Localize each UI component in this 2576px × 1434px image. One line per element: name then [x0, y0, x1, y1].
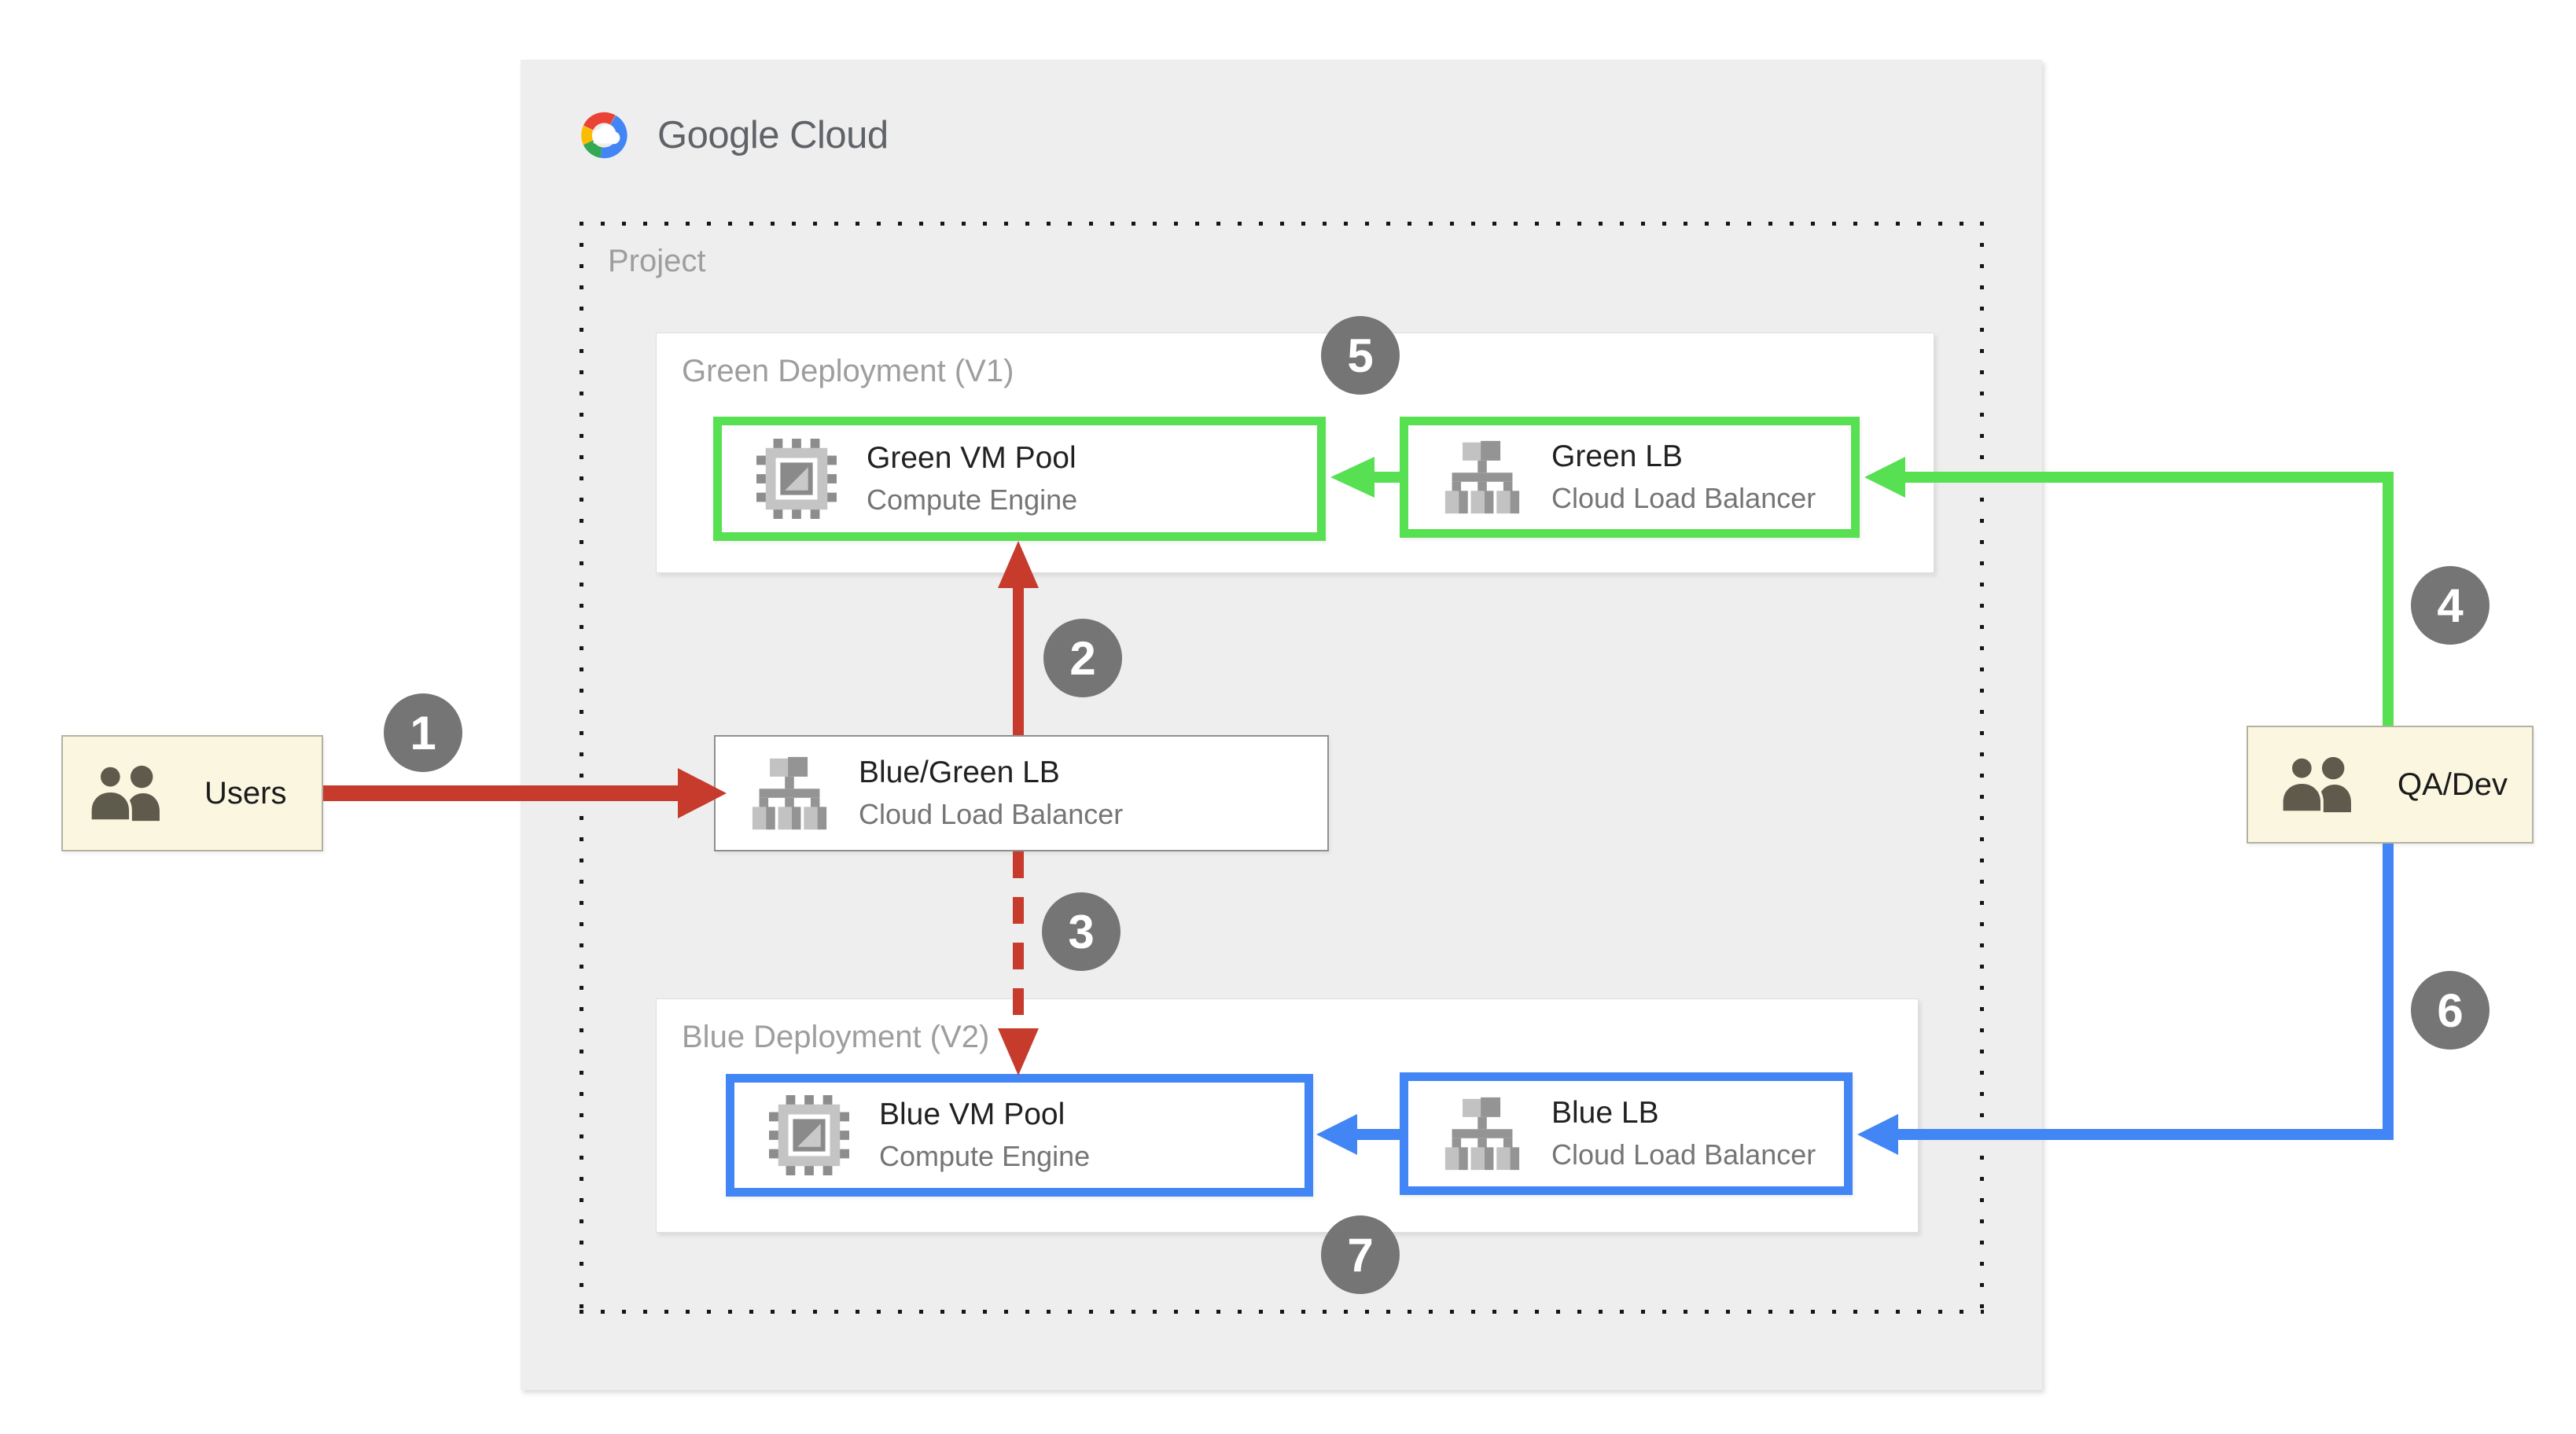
step-badge-4: 4 — [2411, 566, 2490, 645]
green-lb-node: Green LB Cloud Load Balancer — [1400, 417, 1860, 538]
node-subtitle: Cloud Load Balancer — [1551, 482, 1816, 514]
step-badge-3: 3 — [1042, 892, 1121, 971]
qa-to-green-lb-head — [1864, 457, 1905, 498]
node-subtitle: Cloud Load Balancer — [1551, 1138, 1816, 1171]
qa-dev-actor: QA/Dev — [2247, 726, 2534, 844]
arrow-blue-lb-to-vm-line — [1357, 1129, 1400, 1140]
node-subtitle: Compute Engine — [879, 1140, 1091, 1172]
google-cloud-wordmark: Google Cloud — [657, 114, 889, 156]
step-badge-1: 1 — [384, 693, 462, 772]
project-border-right — [1980, 222, 1984, 1314]
google-cloud-logo: Google Cloud — [574, 108, 889, 162]
blue-deployment-label: Blue Deployment (V2) — [682, 1020, 990, 1054]
project-label: Project — [608, 244, 706, 278]
project-border-left — [580, 222, 583, 1314]
green-deployment-label: Green Deployment (V1) — [682, 354, 1014, 388]
node-title: Green LB — [1551, 439, 1683, 473]
project-boundary: Project — [580, 222, 1984, 1314]
step-badge-2: 2 — [1043, 619, 1122, 697]
users-icon — [85, 764, 175, 822]
project-border-top — [580, 222, 1984, 226]
node-subtitle: Compute Engine — [867, 484, 1078, 516]
cloud-load-balancer-icon — [750, 756, 829, 830]
node-text: Green VM Pool Compute Engine — [867, 441, 1077, 517]
arrow-router-to-green-vm-line — [1013, 585, 1024, 735]
arrow-router-to-blue-vm-line — [1013, 851, 1024, 1031]
node-title: Blue LB — [1551, 1096, 1659, 1130]
green-vm-pool-node: Green VM Pool Compute Engine — [713, 417, 1326, 541]
actor-label: QA/Dev — [2398, 767, 2508, 802]
blue-lb-node: Blue LB Cloud Load Balancer — [1400, 1072, 1853, 1195]
users-actor: Users — [61, 735, 323, 851]
node-title: Blue/Green LB — [859, 756, 1060, 789]
actor-label: Users — [204, 775, 287, 811]
cloud-load-balancer-icon — [1443, 1097, 1522, 1171]
cloud-load-balancer-icon — [1443, 440, 1522, 514]
qa-to-green-lb-vertical-line — [2383, 477, 2394, 726]
arrow-green-lb-to-vm-head — [1330, 457, 1374, 498]
compute-engine-icon — [756, 439, 837, 519]
arrow-green-lb-to-vm-line — [1374, 472, 1401, 483]
arrow-users-to-router-line — [323, 785, 678, 801]
project-border-bottom — [580, 1310, 1984, 1314]
qa-to-blue-lb-horizontal-line — [1898, 1129, 2394, 1140]
arrow-router-to-green-vm-head — [998, 541, 1039, 588]
node-title: Green VM Pool — [867, 441, 1076, 475]
compute-engine-icon — [769, 1095, 849, 1175]
arrow-router-to-blue-vm-head — [998, 1028, 1039, 1076]
node-text: Blue VM Pool Compute Engine — [879, 1098, 1090, 1173]
blue-green-lb-node: Blue/Green LB Cloud Load Balancer — [714, 735, 1329, 851]
qa-dev-icon — [2276, 756, 2366, 814]
node-text: Blue LB Cloud Load Balancer — [1551, 1096, 1816, 1171]
arrow-blue-lb-to-vm-head — [1316, 1114, 1357, 1155]
blue-vm-pool-node: Blue VM Pool Compute Engine — [726, 1074, 1313, 1197]
step-badge-5: 5 — [1321, 316, 1400, 395]
google-cloud-icon — [574, 108, 637, 162]
node-title: Blue VM Pool — [879, 1098, 1065, 1131]
node-subtitle: Cloud Load Balancer — [859, 798, 1124, 830]
qa-to-green-lb-horizontal-line — [1905, 472, 2394, 483]
qa-to-blue-lb-head — [1857, 1114, 1898, 1155]
arrow-users-to-router-head — [678, 768, 727, 818]
node-text: Blue/Green LB Cloud Load Balancer — [859, 756, 1123, 831]
qa-to-blue-lb-vertical-line — [2383, 844, 2394, 1140]
step-badge-7: 7 — [1321, 1215, 1400, 1294]
node-text: Green LB Cloud Load Balancer — [1551, 439, 1816, 515]
step-badge-6: 6 — [2411, 971, 2490, 1050]
